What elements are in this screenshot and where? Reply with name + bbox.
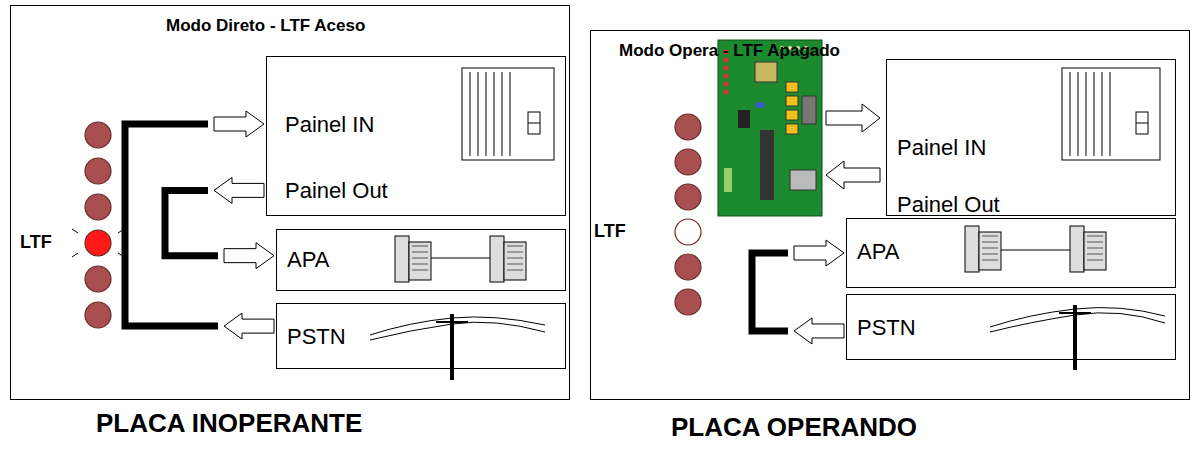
equipment-box: PSTN	[276, 303, 566, 369]
block-arrow	[826, 104, 880, 189]
equipment-box: APA	[276, 229, 566, 291]
box-text: Modo Opera - LTF Apagado	[619, 41, 840, 61]
box-text: Painel IN	[285, 112, 374, 137]
box-subtext: PLACA INOPERANTE	[96, 409, 362, 439]
equipment-box: APA	[846, 218, 1176, 288]
circuit-board	[718, 40, 822, 216]
box-text: Painel IN	[897, 135, 986, 160]
box-subtext: Painel Out	[897, 192, 1000, 217]
box-text: APA	[287, 247, 329, 272]
led-column	[85, 122, 111, 328]
bracket-connector	[165, 177, 274, 268]
box-text: Modo Direto - LTF Aceso	[166, 16, 365, 36]
telephone-pair	[395, 236, 526, 282]
telephone-pair	[965, 226, 1106, 272]
mode-panel: Modo Direto - LTF AcesoPLACA INOPERANTEP…	[10, 5, 570, 400]
pbx-cabinet	[1062, 68, 1160, 160]
box-text: APA	[857, 239, 899, 264]
bracket-connector	[752, 240, 844, 344]
pbx-cabinet	[462, 68, 554, 160]
led-label: LTF	[20, 232, 52, 253]
led-column	[675, 114, 701, 315]
box-text: PSTN	[857, 315, 916, 340]
equipment-box: Painel IN Painel Out	[886, 59, 1176, 216]
led-sparks	[72, 229, 124, 257]
box-text: PSTN	[287, 324, 346, 349]
mode-panel: Modo Opera - LTF ApagadoPLACA OPERANDOPa…	[590, 30, 1190, 400]
box-subtext: Painel Out	[285, 178, 388, 203]
telephone-pole	[370, 314, 545, 380]
bracket-connector	[125, 111, 274, 339]
telephone-pole	[990, 305, 1165, 370]
box-subtext: PLACA OPERANDO	[671, 413, 917, 443]
equipment-box: PSTN	[846, 294, 1176, 360]
led-label: LTF	[594, 221, 626, 242]
equipment-box: Painel IN Painel Out	[266, 56, 566, 216]
